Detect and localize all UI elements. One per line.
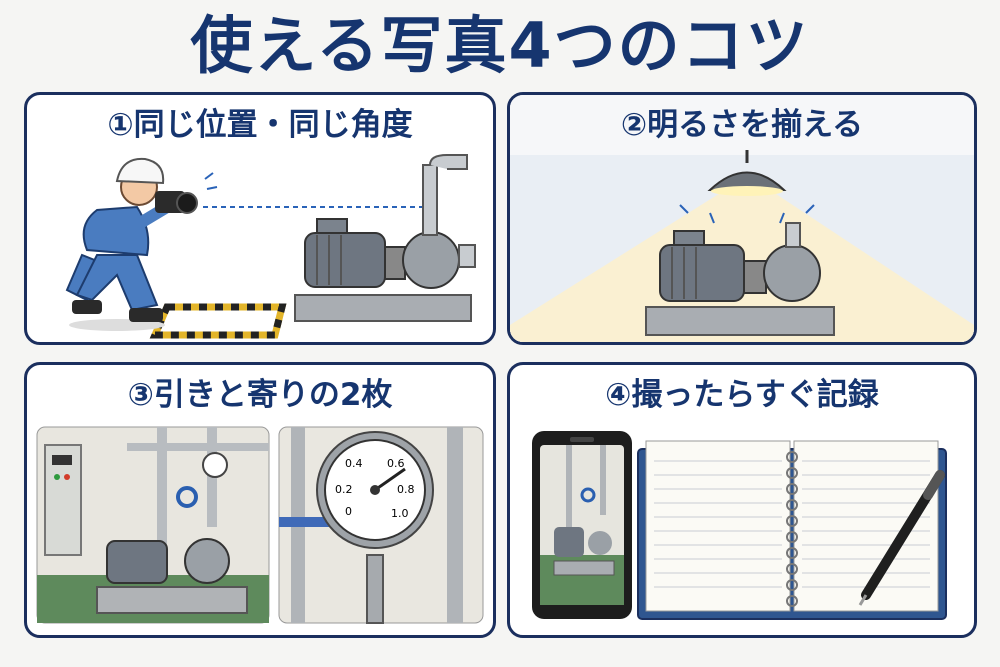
- tip-panel-4: ④撮ったらすぐ記録: [507, 362, 977, 638]
- gauge-label-4: 0.8: [397, 483, 415, 496]
- floor-marker-icon: [149, 303, 287, 339]
- tip-2-label: 明るさを揃える: [647, 107, 864, 143]
- tip-panel-1: ①同じ位置・同じ角度: [24, 92, 496, 345]
- pressure-gauge-icon: 0 0.2 0.4 0.6 0.8 1.0: [316, 431, 434, 549]
- tip-4-title: ④撮ったらすぐ記録: [510, 373, 974, 417]
- tip-2-number: ②: [620, 107, 648, 143]
- gauge-label-2: 0.4: [345, 457, 363, 470]
- camera-icon: [155, 172, 218, 214]
- pump-icon: [645, 222, 835, 336]
- tip-4-number: ④: [605, 377, 632, 413]
- smartphone-icon: [532, 431, 632, 619]
- close-up-photo: 0 0.2 0.4 0.6 0.8 1.0: [278, 426, 484, 624]
- tip-1-label: 同じ位置・同じ角度: [133, 107, 413, 143]
- tip-2-title: ②明るさを揃える: [510, 103, 974, 147]
- tip-1-title: ①同じ位置・同じ角度: [27, 103, 493, 147]
- tip-3-title: ③引きと寄りの2枚: [27, 373, 493, 417]
- tip-3-illustration: 0 0.2 0.4 0.6 0.8 1.0: [36, 426, 484, 624]
- tip-panel-2: ②明るさを揃える: [507, 92, 977, 345]
- gauge-label-5: 1.0: [391, 507, 409, 520]
- gauge-label-3: 0.6: [387, 457, 405, 470]
- pump-icon: [294, 154, 476, 322]
- wide-shot-photo: [36, 426, 270, 624]
- tip-4-illustration: [532, 431, 947, 620]
- notebook-icon: [637, 440, 947, 620]
- tip-3-number: ③: [127, 377, 154, 413]
- gauge-label-0: 0: [345, 505, 352, 518]
- tip-2-illustration: [510, 95, 974, 342]
- pressure-gauge-icon: [202, 452, 228, 478]
- gauge-label-1: 0.2: [335, 483, 353, 496]
- tip-1-illustration: [65, 154, 476, 339]
- tip-1-number: ①: [107, 107, 134, 143]
- tip-4-label: 撮ったらすぐ記録: [631, 377, 879, 413]
- page-title: 使える写真4つのコツ: [190, 9, 810, 82]
- tip-panel-3: ③引きと寄りの2枚: [24, 362, 496, 638]
- tip-3-label: 引きと寄りの2枚: [153, 377, 393, 413]
- pen-icon: [858, 470, 945, 606]
- lamp-icon: [679, 150, 815, 224]
- worker-icon: [65, 157, 173, 331]
